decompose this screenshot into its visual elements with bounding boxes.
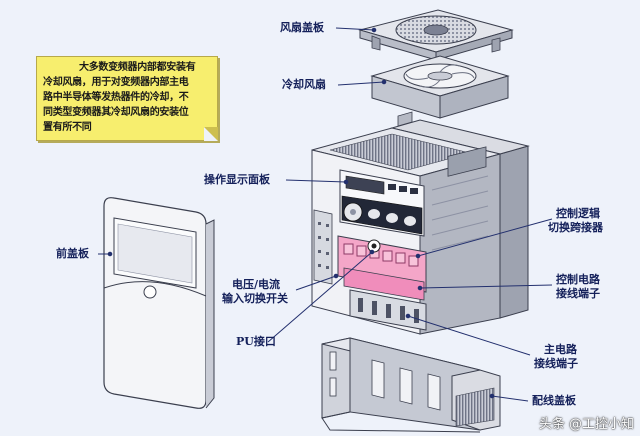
label-voltage-current-switch-line1: 电压/电流 <box>232 278 281 291</box>
label-front-cover: 前盖板 <box>56 247 89 260</box>
cooling-fan-part <box>370 55 510 119</box>
note-folded-corner <box>204 127 218 141</box>
label-main-terminal-line1: 主电路 <box>544 343 577 356</box>
label-fan-cover: 风扇盖板 <box>280 21 324 34</box>
note-line-2: 冷却风扇，用于对变频器内部主电 <box>43 77 189 88</box>
terminal-block-part <box>337 235 427 331</box>
note-line-1: 大多数变频器内部都安装有 <box>79 62 196 73</box>
label-control-logic-jumper-line1: 控制逻辑 <box>556 207 600 220</box>
cooling-fan-note: 大多数变频器内部都安装有 冷却风扇，用于对变频器内部主电 路中半导体等发热器件的… <box>36 56 218 141</box>
leader-lines <box>98 27 553 402</box>
label-main-terminal-line2: 接线端子 <box>534 357 578 370</box>
label-control-terminal-line1: 控制电路 <box>556 273 600 286</box>
label-cooling-fan: 冷却风扇 <box>282 78 326 91</box>
wiring-cover-part <box>321 337 501 433</box>
fan-cover-part <box>358 9 514 61</box>
label-operation-panel: 操作显示面板 <box>204 173 270 186</box>
note-line-3: 路中半导体等发热器件的冷却，不 <box>43 92 189 103</box>
note-line-5: 置有所不同 <box>43 122 92 133</box>
label-control-terminal-line2: 接线端子 <box>556 287 600 300</box>
label-pu-port: PU接口 <box>236 335 276 348</box>
label-voltage-current-switch-line2: 输入切换开关 <box>222 292 288 305</box>
label-control-logic-jumper-line2: 切换跨接器 <box>548 221 603 234</box>
front-cover-part <box>103 197 215 409</box>
operation-panel-part <box>339 169 425 237</box>
label-wiring-cover: 配线盖板 <box>532 394 576 407</box>
watermark: 头条 @工控小知 <box>538 417 634 432</box>
note-line-4: 同类型变频器其冷却风扇的安装位 <box>43 107 189 118</box>
